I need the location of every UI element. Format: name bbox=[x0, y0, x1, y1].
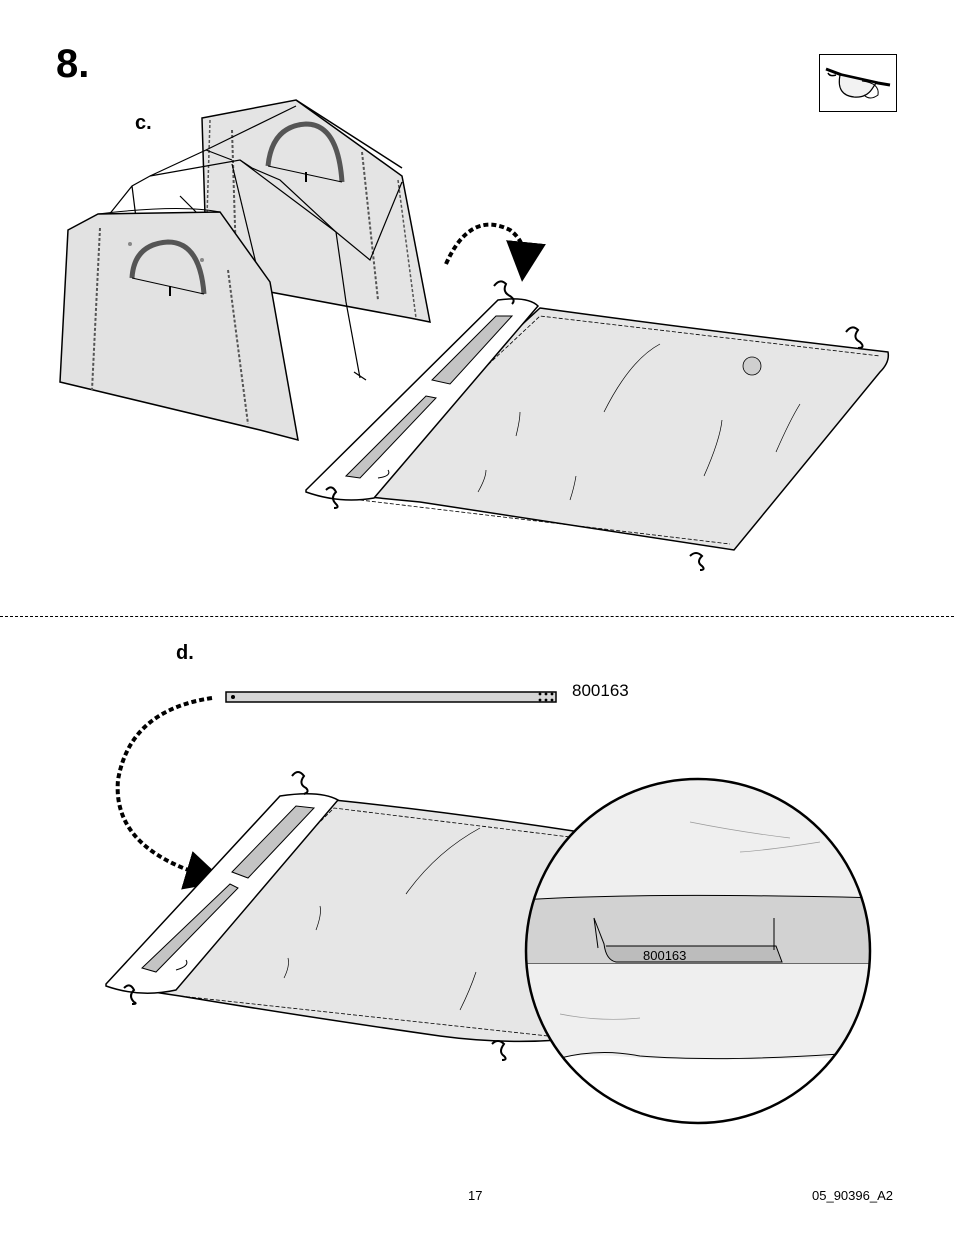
shelter-frame-illustration bbox=[60, 100, 430, 440]
curved-arrow-d bbox=[118, 698, 212, 876]
curved-arrow-c bbox=[446, 225, 524, 264]
detail-part-label: 800163 bbox=[643, 948, 686, 963]
detail-magnifier: 800163 bbox=[520, 779, 880, 1130]
pole-800163 bbox=[226, 692, 556, 702]
